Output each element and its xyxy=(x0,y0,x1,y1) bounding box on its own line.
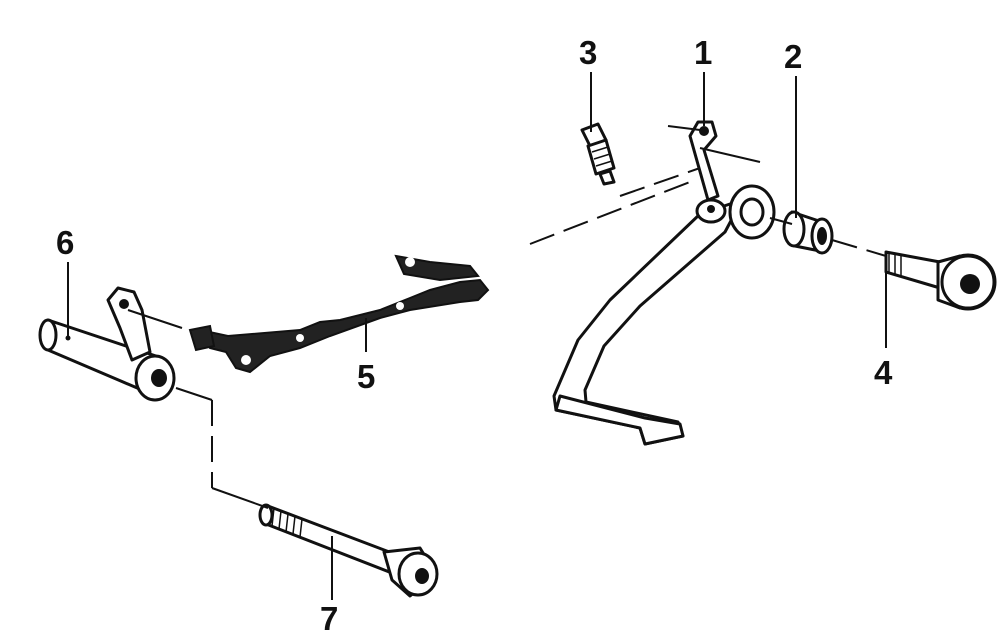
assembly-axis-lines xyxy=(127,125,887,509)
callout-6: 6 xyxy=(56,224,74,261)
part-5-push-rod xyxy=(188,254,490,374)
callout-5: 5 xyxy=(357,358,375,395)
callout-2: 2 xyxy=(784,38,802,75)
callout-leaders xyxy=(67,72,887,600)
part-7-bolt xyxy=(258,503,439,598)
callout-7: 7 xyxy=(320,600,338,637)
part-6-lever-shaft xyxy=(38,286,176,402)
part-4-shoulder-bolt xyxy=(884,250,997,311)
part-2-bushing xyxy=(782,210,834,255)
callout-3: 3 xyxy=(579,34,597,71)
callout-1: 1 xyxy=(694,34,712,71)
callout-4: 4 xyxy=(874,354,893,391)
part-3-grease-nipple xyxy=(580,122,616,186)
part-1-brake-pedal xyxy=(552,120,776,446)
